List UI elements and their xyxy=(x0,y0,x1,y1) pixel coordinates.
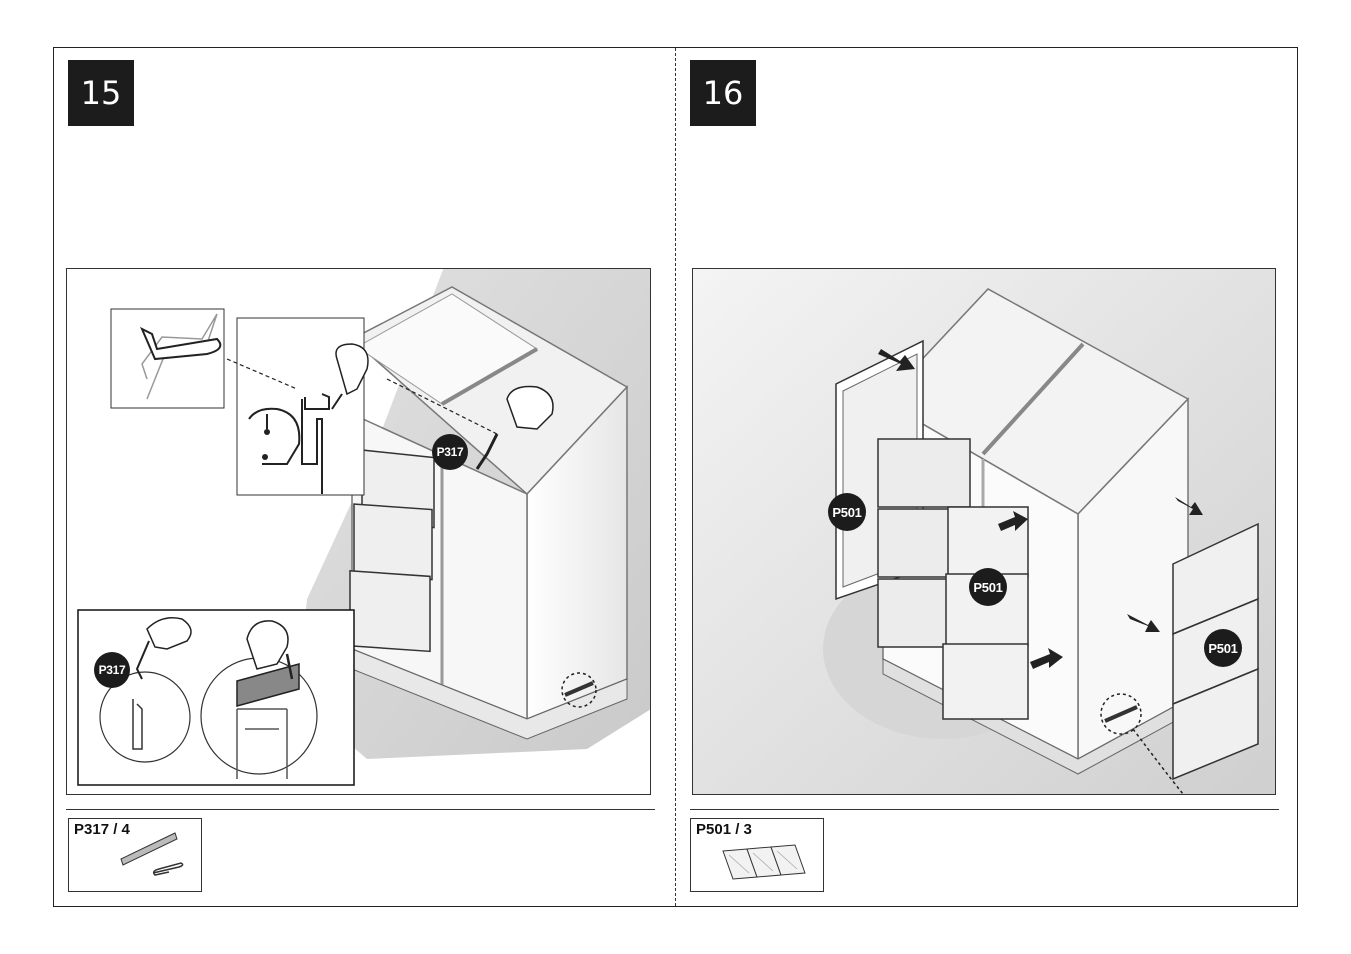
greenhouse-side-panels-illustration xyxy=(693,269,1276,795)
parts-separator xyxy=(690,809,1279,810)
step-16-illustration: P501 P501 P501 xyxy=(692,268,1276,795)
part-box-p317: P317 / 4 xyxy=(68,818,202,892)
step-divider xyxy=(675,48,676,906)
greenhouse-roof-illustration xyxy=(67,269,651,795)
part-badge-p501: P501 xyxy=(1204,629,1242,667)
part-badge-p501: P501 xyxy=(828,493,866,531)
step-number-15: 15 xyxy=(68,60,134,126)
part-badge-p317: P317 xyxy=(94,652,130,688)
parts-separator xyxy=(66,809,655,810)
part-p501-icon xyxy=(691,819,825,893)
step-number-16: 16 xyxy=(690,60,756,126)
part-p317-icon xyxy=(69,819,203,893)
part-badge-p501: P501 xyxy=(969,568,1007,606)
part-box-p501: P501 / 3 xyxy=(690,818,824,892)
part-badge-p317: P317 xyxy=(432,434,468,470)
step-15-illustration: P317 P317 xyxy=(66,268,651,795)
